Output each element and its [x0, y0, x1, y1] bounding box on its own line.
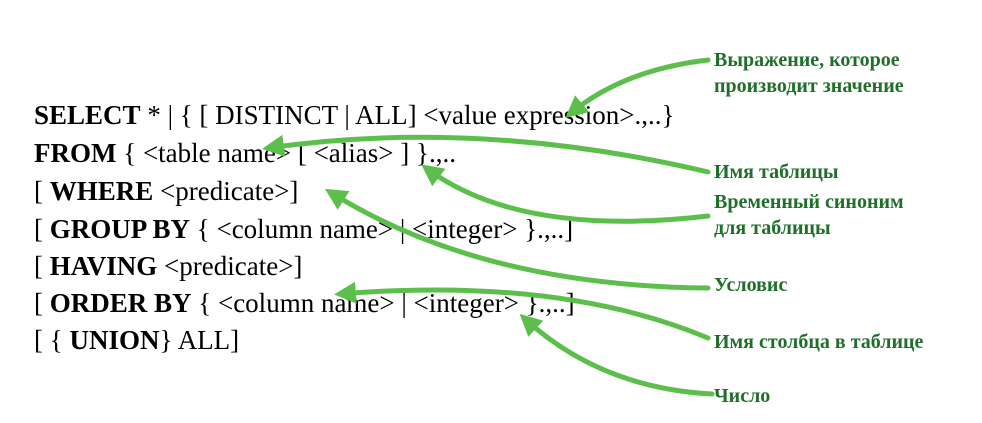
arrow-table-name [262, 134, 711, 175]
arrow-value-expression [565, 57, 711, 118]
syntax-line-from: FROM { <table name> [ <alias> ] }.,.. [34, 140, 456, 167]
syntax-line-union: [ { UNION} ALL] [34, 327, 239, 354]
keyword-order-by: ORDER BY [49, 288, 192, 318]
order-by-open-bracket: [ [34, 288, 50, 318]
keyword-having: HAVING [49, 251, 158, 281]
annotation-value-expression-line2: производит значение [714, 74, 904, 97]
keyword-group-by: GROUP BY [49, 214, 191, 244]
having-open-bracket: [ [34, 251, 50, 281]
annotation-alias-line2: для таблицы [714, 216, 831, 239]
annotation-column-name: Имя столбца в таблице [714, 331, 924, 353]
syntax-line-having: [ HAVING <predicate>] [34, 253, 302, 280]
syntax-line-order-by: [ ORDER BY { <column name> | <integer> }… [34, 290, 575, 317]
annotation-value-expression: Выражение, которое производит значение [714, 48, 904, 99]
order-by-clause-text: { <column name> | <integer> }.,..] [191, 288, 575, 318]
syntax-line-where: [ WHERE <predicate>] [34, 178, 298, 205]
union-clause-text: } ALL] [159, 325, 240, 355]
group-by-open-bracket: [ [34, 214, 50, 244]
keyword-union: UNION [69, 325, 160, 355]
arrow-predicate [324, 188, 711, 291]
annotation-table-name: Имя таблицы [714, 161, 839, 183]
having-clause-text: <predicate>] [157, 251, 303, 281]
arrow-integer [519, 313, 715, 397]
annotation-integer: Число [714, 385, 771, 407]
arrow-column-name [334, 281, 711, 341]
annotation-alias: Временный синоним для таблицы [714, 190, 904, 241]
keyword-from: FROM [34, 138, 117, 168]
where-open-bracket: [ [34, 176, 50, 206]
keyword-where: WHERE [49, 176, 154, 206]
union-open-bracket: [ { [34, 325, 70, 355]
annotation-value-expression-line1: Выражение, которое [714, 49, 900, 71]
where-clause-text: <predicate>] [153, 176, 299, 206]
keyword-select: SELECT [34, 100, 141, 130]
arrow-alias [421, 164, 711, 224]
annotation-predicate: Условис [714, 274, 788, 296]
annotation-alias-line1: Временный синоним [714, 191, 904, 213]
